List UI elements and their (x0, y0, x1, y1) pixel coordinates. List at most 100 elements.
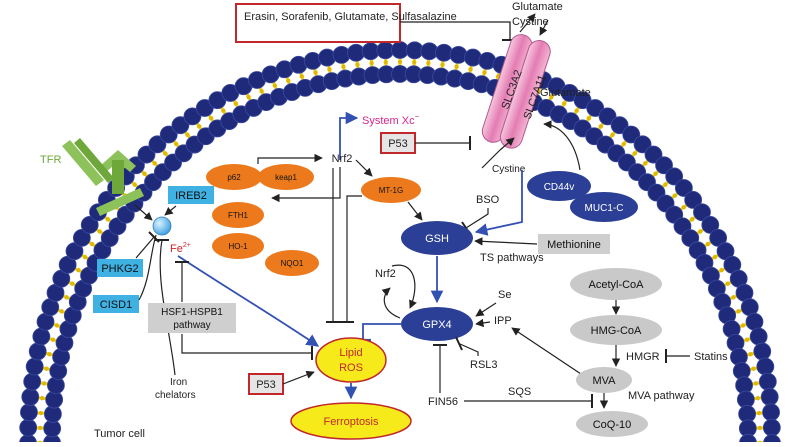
inhibitor-text: Erasin, Sorafenib, Glutamate, Sulfasalaz… (244, 11, 457, 23)
ireb2-label: IREB2 (175, 190, 207, 202)
nrf2-to-system-xc-arrow (339, 111, 359, 160)
acetyl-coa-ellipse (570, 268, 662, 300)
keap1-ellipse (258, 164, 314, 190)
ferroptosis-ellipse (290, 402, 412, 440)
se-label: Se (498, 289, 511, 301)
cystine-import-arrow (481, 149, 501, 169)
glutamate-export-arrow (499, 137, 515, 151)
gsh-label: GSH (425, 233, 449, 245)
ts-pathways-label: TS pathways (480, 252, 544, 264)
methionine-label: Methionine (547, 239, 601, 251)
gsh-ellipse (401, 221, 473, 255)
mva-pathway-label: MVA pathway (628, 390, 695, 402)
ho1-label: HO-1 (228, 242, 248, 251)
lipid-ros-line1: Lipid (339, 347, 362, 359)
hsf1-line1: HSF1-HSPB1 (161, 307, 223, 318)
glutamate-mid-label: Glutamate (540, 87, 591, 99)
ferroptosis-label: Ferroptosis (323, 416, 379, 428)
ipp-to-gpx4-arrow (475, 318, 491, 328)
se-to-gpx4-arrow (475, 302, 497, 317)
cd44v-to-transporter-arrow (543, 120, 581, 171)
rsl3-inhibit-line (459, 343, 479, 356)
gpx4-label: GPX4 (422, 319, 451, 331)
cystine-top-label: Cystine (512, 16, 549, 28)
nrf2-to-fth1-arrow (271, 167, 341, 203)
p53-bottom-label: P53 (256, 379, 276, 391)
receptor-icon (62, 138, 144, 216)
coq10-label: CoQ-10 (593, 419, 632, 431)
fth1-ellipse (212, 202, 264, 228)
glutamate-out-arrow (519, 13, 536, 33)
tfr-label: TFR (40, 154, 61, 166)
hmg-coa-ellipse (570, 315, 662, 345)
muc1c-label: MUC1-C (585, 203, 624, 214)
lipid-ros-line2: ROS (339, 362, 363, 374)
system-xc-label: System Xc− (362, 112, 420, 127)
cystine-to-gsh-arrow (474, 170, 523, 236)
hsf1-inhibit-line (181, 334, 312, 354)
methionine-to-gsh-arrow (474, 237, 538, 246)
nrf2-to-mt1g-arrow (355, 159, 373, 177)
fe-to-lipid-ros-arrow (177, 255, 320, 347)
ipp-label: IPP (494, 315, 512, 327)
p53-top-label: P53 (388, 138, 408, 150)
inhibitor-box: Erasin, Sorafenib, Glutamate, Sulfasalaz… (235, 3, 457, 43)
gpx4-ellipse (401, 307, 473, 341)
fe-label: Fe2+ (170, 242, 191, 255)
fth1-label: FTH1 (228, 211, 249, 220)
mt1g-to-gsh-arrow (407, 201, 423, 221)
nrf2-to-gpx4-arrow (391, 264, 417, 309)
hmgr-label: HMGR (626, 351, 660, 363)
transporter-icon: SLC3A2 SLC7A11 (481, 34, 551, 149)
gpx4-to-nrf2-arrow (381, 287, 401, 319)
hsf1-line2: pathway (173, 320, 210, 331)
cystine-in-arrow (539, 19, 549, 36)
p62-to-nrf2-arrow (257, 153, 323, 164)
iron-chelators-line1: Iron (170, 377, 187, 388)
methionine-box (538, 234, 610, 254)
acetyl-coa-label: Acetyl-CoA (588, 279, 644, 291)
lipid-bilayer-icon (19, 41, 781, 447)
cd44v-label: CD44v (544, 182, 575, 193)
iron-chelators-line2: chelators (155, 390, 196, 401)
tumor-cell-label: Tumor cell (94, 428, 145, 440)
phkg2-label: PHKG2 (101, 263, 138, 275)
nqo1-label: NQO1 (281, 259, 304, 268)
cystine-bottom-label: Cystine (492, 164, 526, 175)
nqo1-ellipse (265, 250, 319, 276)
gpx4-inhibit-lipid-line (362, 323, 401, 340)
fin56-label: FIN56 (428, 396, 458, 408)
muc1c-ellipse (570, 192, 638, 222)
nrf2-top-label: Nrf2 (332, 153, 353, 165)
ho1-ellipse (212, 233, 264, 259)
bso-inhibit-line (465, 208, 489, 229)
p62-ellipse (206, 164, 262, 190)
mt1g-inhibit-line (346, 195, 362, 322)
coq10-ellipse (576, 411, 648, 437)
inhibit-system-xc-line (400, 21, 518, 41)
ireb2-to-fe-arrow (164, 205, 177, 216)
mt1g-label: MT-1G (379, 186, 403, 195)
sqs-label: SQS (508, 386, 531, 398)
statins-label: Statins (694, 351, 728, 363)
mva-label: MVA (592, 375, 616, 387)
iron-ion-icon (152, 216, 172, 236)
bso-label: BSO (476, 194, 500, 206)
mt1g-ellipse (361, 177, 421, 203)
lipid-ros-ellipse (315, 337, 387, 383)
keap1-label: keap1 (275, 173, 297, 182)
phkg2-box (97, 259, 143, 277)
ireb2-box (168, 186, 214, 204)
cisd1-box (93, 295, 139, 313)
glutamate-top-label: Glutamate (512, 1, 563, 13)
tfr-to-fe-arrow (134, 204, 153, 221)
cisd1-label: CISD1 (100, 299, 132, 311)
nrf2-mid-label: Nrf2 (375, 268, 396, 280)
hmg-coa-label: HMG-CoA (591, 325, 642, 337)
hsf1-box (148, 303, 236, 333)
mva-ellipse (576, 367, 632, 393)
p53-to-lipid-arrow (282, 370, 315, 385)
cd44v-ellipse (527, 171, 591, 201)
